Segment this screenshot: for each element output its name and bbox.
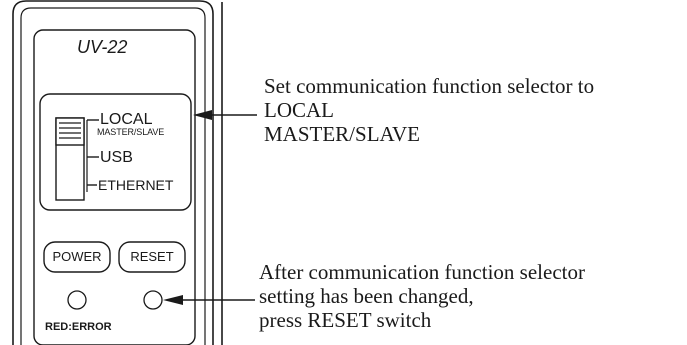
callout-selector: Set communication function selector to L…	[264, 74, 594, 146]
reset-button-label: RESET	[130, 249, 174, 264]
selector-label-usb: USB	[100, 149, 133, 166]
reset-button[interactable]	[118, 241, 186, 273]
arrow-to-reset	[163, 295, 255, 305]
device-outer-frame	[12, 0, 214, 345]
model-label: UV-22	[77, 37, 128, 57]
callout-reset: After communication function selector se…	[259, 260, 585, 332]
callout-reset-line-2: setting has been changed,	[259, 284, 474, 308]
callout-selector-line-2: LOCAL	[264, 98, 334, 122]
front-panel	[33, 29, 196, 345]
callout-selector-line-3: MASTER/SLAVE	[264, 122, 420, 146]
error-led-label: RED:ERROR	[45, 321, 112, 333]
power-button-label: POWER	[52, 249, 102, 264]
callout-reset-line-3: press RESET switch	[259, 308, 432, 332]
selector-label-local: LOCAL	[100, 111, 153, 128]
reset-switch-led	[143, 290, 163, 310]
selector-label-ethernet: ETHERNET	[98, 177, 174, 193]
callout-selector-line-1: Set communication function selector to	[264, 74, 595, 98]
device-inner-frame	[20, 7, 206, 345]
arrow-to-selector	[193, 110, 257, 120]
selector-slider[interactable]	[55, 117, 85, 146]
status-led-left	[67, 290, 87, 310]
selector-label-master-slave: MASTER/SLAVE	[97, 127, 165, 137]
selector-box	[39, 93, 192, 211]
callout-reset-line-1: After communication function selector	[259, 260, 585, 284]
power-button[interactable]	[43, 241, 111, 273]
